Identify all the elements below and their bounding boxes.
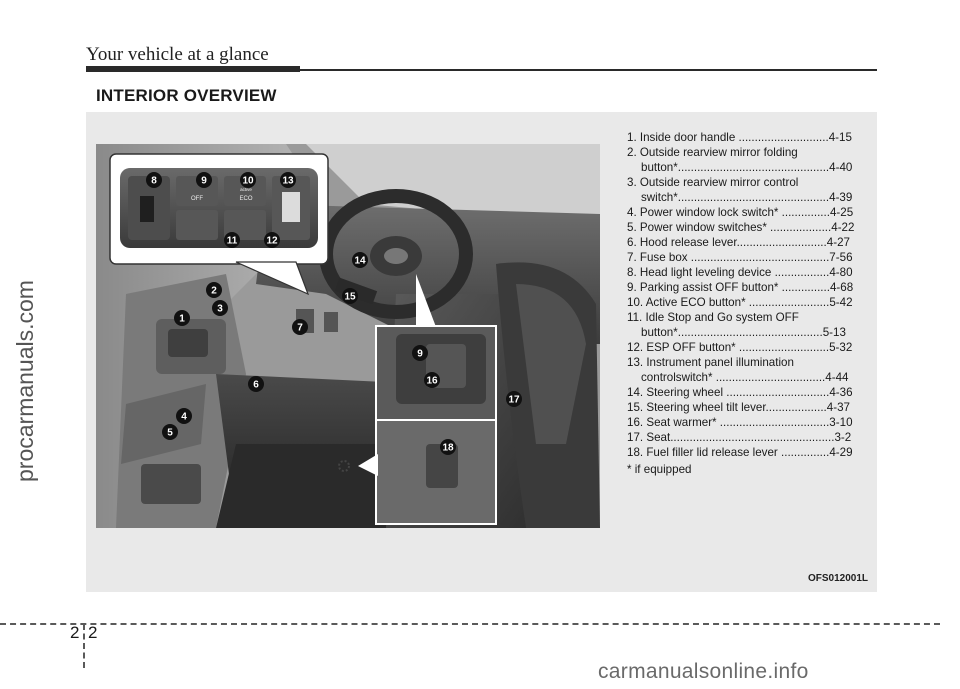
eco-label: ECO xyxy=(239,196,252,202)
eco-prefix-label: active xyxy=(240,187,252,192)
header-rule-thick xyxy=(86,66,300,72)
interior-illustration: OFF active ECO 8 9 10 13 11 12 1 2 3 4 5… xyxy=(96,144,600,528)
callout-1: 1 xyxy=(179,314,185,325)
legend-item: 12. ESP OFF button* ....................… xyxy=(627,341,853,354)
callout-16: 16 xyxy=(426,376,438,387)
figure-code: OFS012001L xyxy=(807,573,868,584)
callout-10: 10 xyxy=(242,176,254,187)
callout-15: 15 xyxy=(344,292,356,303)
callout-18: 18 xyxy=(442,443,454,454)
legend-item: 7. Fuse box ............................… xyxy=(627,251,853,264)
p-off-label: OFF xyxy=(191,196,203,202)
header-title: Your vehicle at a glance xyxy=(86,44,269,65)
chapter-number: 2 xyxy=(70,623,80,642)
legend-item: 8. Head light leveling device ..........… xyxy=(627,266,853,279)
page-number: 2 xyxy=(88,623,98,642)
footer-rule xyxy=(0,623,940,625)
callout-14: 14 xyxy=(354,256,366,267)
page-divider xyxy=(83,624,85,668)
callout-2: 2 xyxy=(211,286,217,297)
callout-12: 12 xyxy=(266,236,278,247)
callout-11: 11 xyxy=(227,236,238,247)
callout-9: 9 xyxy=(201,176,207,187)
callout-5: 5 xyxy=(167,428,173,439)
callout-13: 13 xyxy=(282,176,294,187)
callout-9-inset: 9 xyxy=(417,349,423,360)
callout-17: 17 xyxy=(508,395,520,406)
section-title: INTERIOR OVERVIEW xyxy=(96,86,277,105)
legend-item: 5. Power window switches* ..............… xyxy=(627,221,855,234)
legend-item: 18. Fuel filler lid release lever ......… xyxy=(627,446,853,459)
callout-7: 7 xyxy=(297,323,303,334)
legend-item: 17. Seat................................… xyxy=(627,431,852,444)
legend-item: 9. Parking assist OFF button* ..........… xyxy=(627,281,854,294)
legend-item: 6. Hood release lever...................… xyxy=(627,236,850,249)
header-rule-thin xyxy=(300,69,877,71)
side-watermark: procarmanuals.com xyxy=(12,280,38,482)
legend-item: 16. Seat warmer* .......................… xyxy=(627,416,853,429)
legend-item: 1. Inside door handle ..................… xyxy=(627,131,852,144)
callout-4: 4 xyxy=(181,412,187,423)
bottom-watermark: carmanualsonline.info xyxy=(598,660,809,683)
callout-8: 8 xyxy=(151,176,157,187)
callout-6: 6 xyxy=(253,380,259,391)
component-legend: 1. Inside door handle ..................… xyxy=(627,130,867,477)
legend-footnote: * if equipped xyxy=(627,463,692,476)
callout-3: 3 xyxy=(217,304,223,315)
legend-item: 15. Steering wheel tilt lever...........… xyxy=(627,401,850,414)
legend-item: 4. Power window lock switch* ...........… xyxy=(627,206,854,219)
legend-item: 14. Steering wheel .....................… xyxy=(627,386,853,399)
legend-item: 10. Active ECO button* .................… xyxy=(627,296,853,309)
